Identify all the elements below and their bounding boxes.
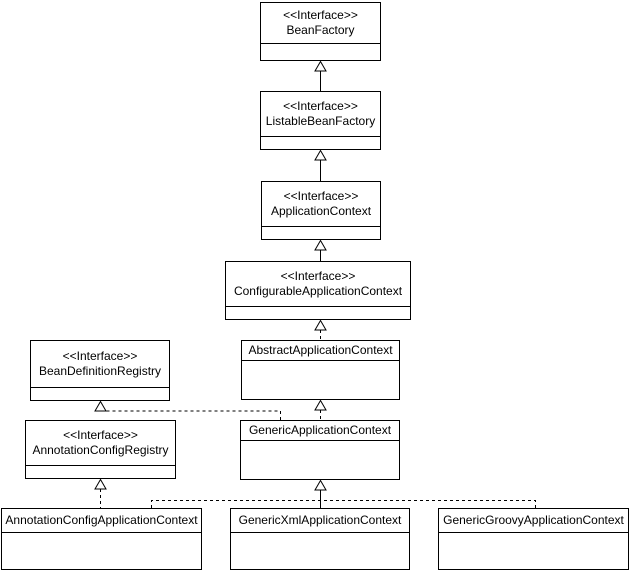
class-name: AnnotationConfigRegistry xyxy=(32,443,169,457)
edge-sidechildren-genericapplicationcontext xyxy=(151,500,536,508)
class-name: BeanFactory xyxy=(286,23,355,37)
class-title: <<Interface>> ConfigurableApplicationCon… xyxy=(226,262,410,307)
class-configurable-application-context: <<Interface>> ConfigurableApplicationCon… xyxy=(225,261,411,320)
members-compartment xyxy=(261,137,380,149)
class-abstract-application-context: AbstractApplicationContext xyxy=(241,340,400,400)
edge-annotationconfigapplicationcontext-annotationconfigregistry xyxy=(94,478,107,508)
members-compartment xyxy=(31,388,169,400)
edge-genericapplicationcontext-abstractapplicationcontext xyxy=(314,399,327,420)
edge-abstractapplicationcontext-configurableapplicationcontext xyxy=(314,319,327,340)
class-generic-application-context: GenericApplicationContext xyxy=(240,420,400,480)
members-compartment xyxy=(439,533,628,569)
members-compartment xyxy=(261,44,380,60)
class-name: ApplicationContext xyxy=(270,204,372,218)
class-title: GenericXmlApplicationContext xyxy=(231,509,409,533)
class-title: <<Interface>> BeanDefinitionRegistry xyxy=(31,341,169,388)
class-name: AbstractApplicationContext xyxy=(248,343,393,357)
members-compartment xyxy=(241,441,399,479)
members-compartment xyxy=(242,361,399,399)
class-bean-factory: <<Interface>> BeanFactory xyxy=(260,2,381,61)
class-title: GenericApplicationContext xyxy=(241,421,399,441)
stereotype-label: <<Interface>> xyxy=(283,8,358,22)
members-compartment xyxy=(26,466,175,478)
class-name: GenericGroovyApplicationContext xyxy=(443,513,624,527)
class-name: ConfigurableApplicationContext xyxy=(233,284,403,298)
class-title: <<Interface>> ApplicationContext xyxy=(262,182,380,227)
class-name: BeanDefinitionRegistry xyxy=(38,364,162,378)
edge-genericapplicationcontext-beandefinitionregistry xyxy=(94,400,281,420)
class-title: AbstractApplicationContext xyxy=(242,341,399,361)
class-name: ListableBeanFactory xyxy=(265,114,376,128)
edge-configurableapplicationcontext-applicationcontext xyxy=(314,239,327,261)
members-compartment xyxy=(2,533,201,569)
class-name: AnnotationConfigApplicationContext xyxy=(5,513,198,527)
stereotype-label: <<Interface>> xyxy=(63,428,138,442)
class-application-context: <<Interface>> ApplicationContext xyxy=(261,181,381,240)
class-listable-bean-factory: <<Interface>> ListableBeanFactory xyxy=(260,91,381,150)
class-annotation-config-application-context: AnnotationConfigApplicationContext xyxy=(1,508,202,570)
class-name: GenericApplicationContext xyxy=(248,423,392,437)
class-title: AnnotationConfigApplicationContext xyxy=(2,509,201,533)
class-title: <<Interface>> BeanFactory xyxy=(261,3,380,44)
class-annotation-config-registry: <<Interface>> AnnotationConfigRegistry xyxy=(25,420,176,479)
class-title: <<Interface>> AnnotationConfigRegistry xyxy=(26,421,175,466)
members-compartment xyxy=(231,533,409,569)
class-generic-xml-application-context: GenericXmlApplicationContext xyxy=(230,508,410,570)
edge-genericxmlapplicationcontext-genericapplicationcontext xyxy=(314,479,327,508)
members-compartment xyxy=(226,307,410,319)
stereotype-label: <<Interface>> xyxy=(283,99,358,113)
stereotype-label: <<Interface>> xyxy=(62,349,138,363)
stereotype-label: <<Interface>> xyxy=(283,189,359,203)
members-compartment xyxy=(262,227,380,239)
class-title: <<Interface>> ListableBeanFactory xyxy=(261,92,380,137)
class-bean-definition-registry: <<Interface>> BeanDefinitionRegistry xyxy=(30,340,170,401)
stereotype-label: <<Interface>> xyxy=(280,269,356,283)
class-name: GenericXmlApplicationContext xyxy=(238,513,402,527)
class-title: GenericGroovyApplicationContext xyxy=(439,509,628,533)
class-generic-groovy-application-context: GenericGroovyApplicationContext xyxy=(438,508,629,570)
edge-listablebeanfactory-beanfactory xyxy=(314,60,327,91)
edge-applicationcontext-listablebeanfactory xyxy=(314,149,327,181)
